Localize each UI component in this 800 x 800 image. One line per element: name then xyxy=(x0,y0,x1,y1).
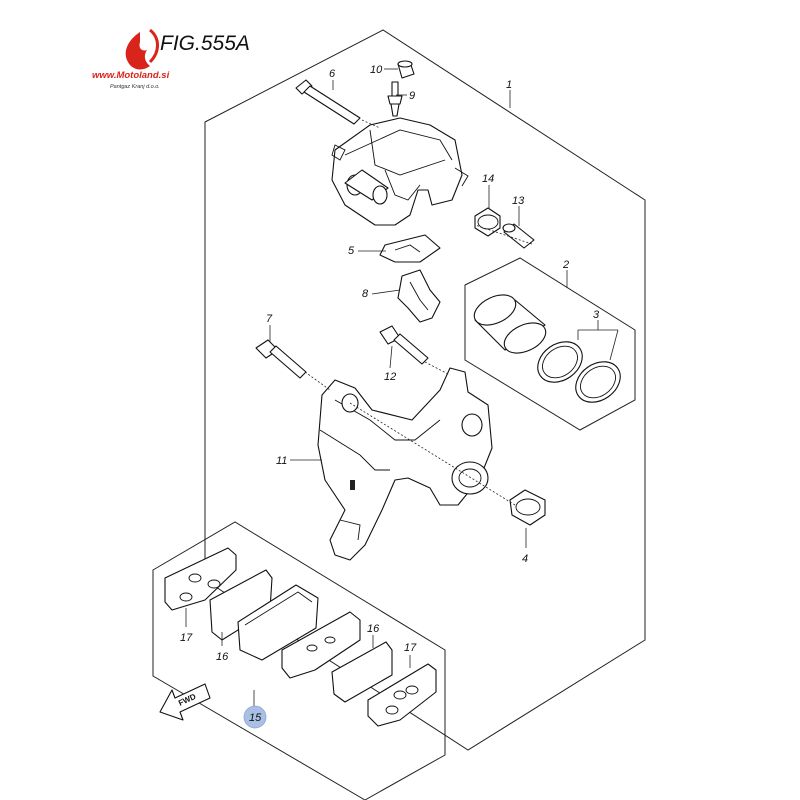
callout-5: 5 xyxy=(348,245,355,257)
fwd-arrow: FWD xyxy=(159,683,211,721)
callout-15-circle xyxy=(243,705,267,729)
logo-flame-mark xyxy=(125,32,150,70)
callout-12: 12 xyxy=(384,371,396,383)
callout-2: 2 xyxy=(562,259,569,271)
part-17-shim-left xyxy=(164,547,237,611)
pad-subbox-outline xyxy=(152,521,446,800)
callout-8: 8 xyxy=(362,288,369,300)
callout-17-left: 17 xyxy=(180,632,193,644)
part-5-pad-spring xyxy=(379,234,441,263)
part-4-boot xyxy=(509,489,546,526)
brake-pad-left xyxy=(237,584,319,661)
leader-lines xyxy=(185,68,619,708)
callout-11: 11 xyxy=(276,455,287,467)
callout-13: 13 xyxy=(512,195,525,207)
callout-1: 1 xyxy=(506,79,512,91)
bracket-slot xyxy=(350,480,355,490)
callout-17-right: 17 xyxy=(404,642,417,654)
part-16-shim-right xyxy=(331,641,393,703)
part-9-bleeder-screw xyxy=(387,81,403,117)
callout-16-left: 16 xyxy=(216,651,229,663)
part-12-bolt xyxy=(379,325,429,365)
part-7-bolt xyxy=(255,339,307,379)
logo-swoosh-mark xyxy=(148,28,159,64)
caliper-body xyxy=(331,117,469,226)
logo-company: Pantgaz Kranj d.o.o. xyxy=(110,84,160,90)
callout-10: 10 xyxy=(370,64,383,76)
figure-label: FIG.555A xyxy=(160,32,250,55)
callout-4: 4 xyxy=(522,553,528,565)
callouts: 1 2 3 4 5 6 7 8 9 10 11 12 13 14 15 16 1… xyxy=(180,64,600,729)
callout-16-right: 16 xyxy=(367,623,380,635)
part-14-boot xyxy=(474,207,501,237)
callout-14: 14 xyxy=(482,173,494,185)
part-10-bleeder-cap xyxy=(397,60,415,79)
part-2-piston xyxy=(473,294,547,354)
part-11-bracket xyxy=(317,367,493,561)
piston-subbox-outline xyxy=(464,257,636,431)
callout-9: 9 xyxy=(409,90,415,102)
callout-6: 6 xyxy=(329,68,336,80)
part-17-shim-right xyxy=(367,663,437,727)
brake-pad-right xyxy=(281,611,361,679)
callout-15-badge: 15 xyxy=(243,705,267,729)
callout-3: 3 xyxy=(593,309,600,321)
logo-text: www.Motoland.si xyxy=(92,70,170,81)
callout-7: 7 xyxy=(266,313,273,325)
part-3-seals xyxy=(537,341,621,403)
part-6-pin xyxy=(295,79,361,125)
motoland-logo: www.Motoland.si Pantgaz Kranj d.o.o. xyxy=(92,28,170,90)
part-8-clip xyxy=(397,269,441,323)
callout-15: 15 xyxy=(249,712,262,724)
